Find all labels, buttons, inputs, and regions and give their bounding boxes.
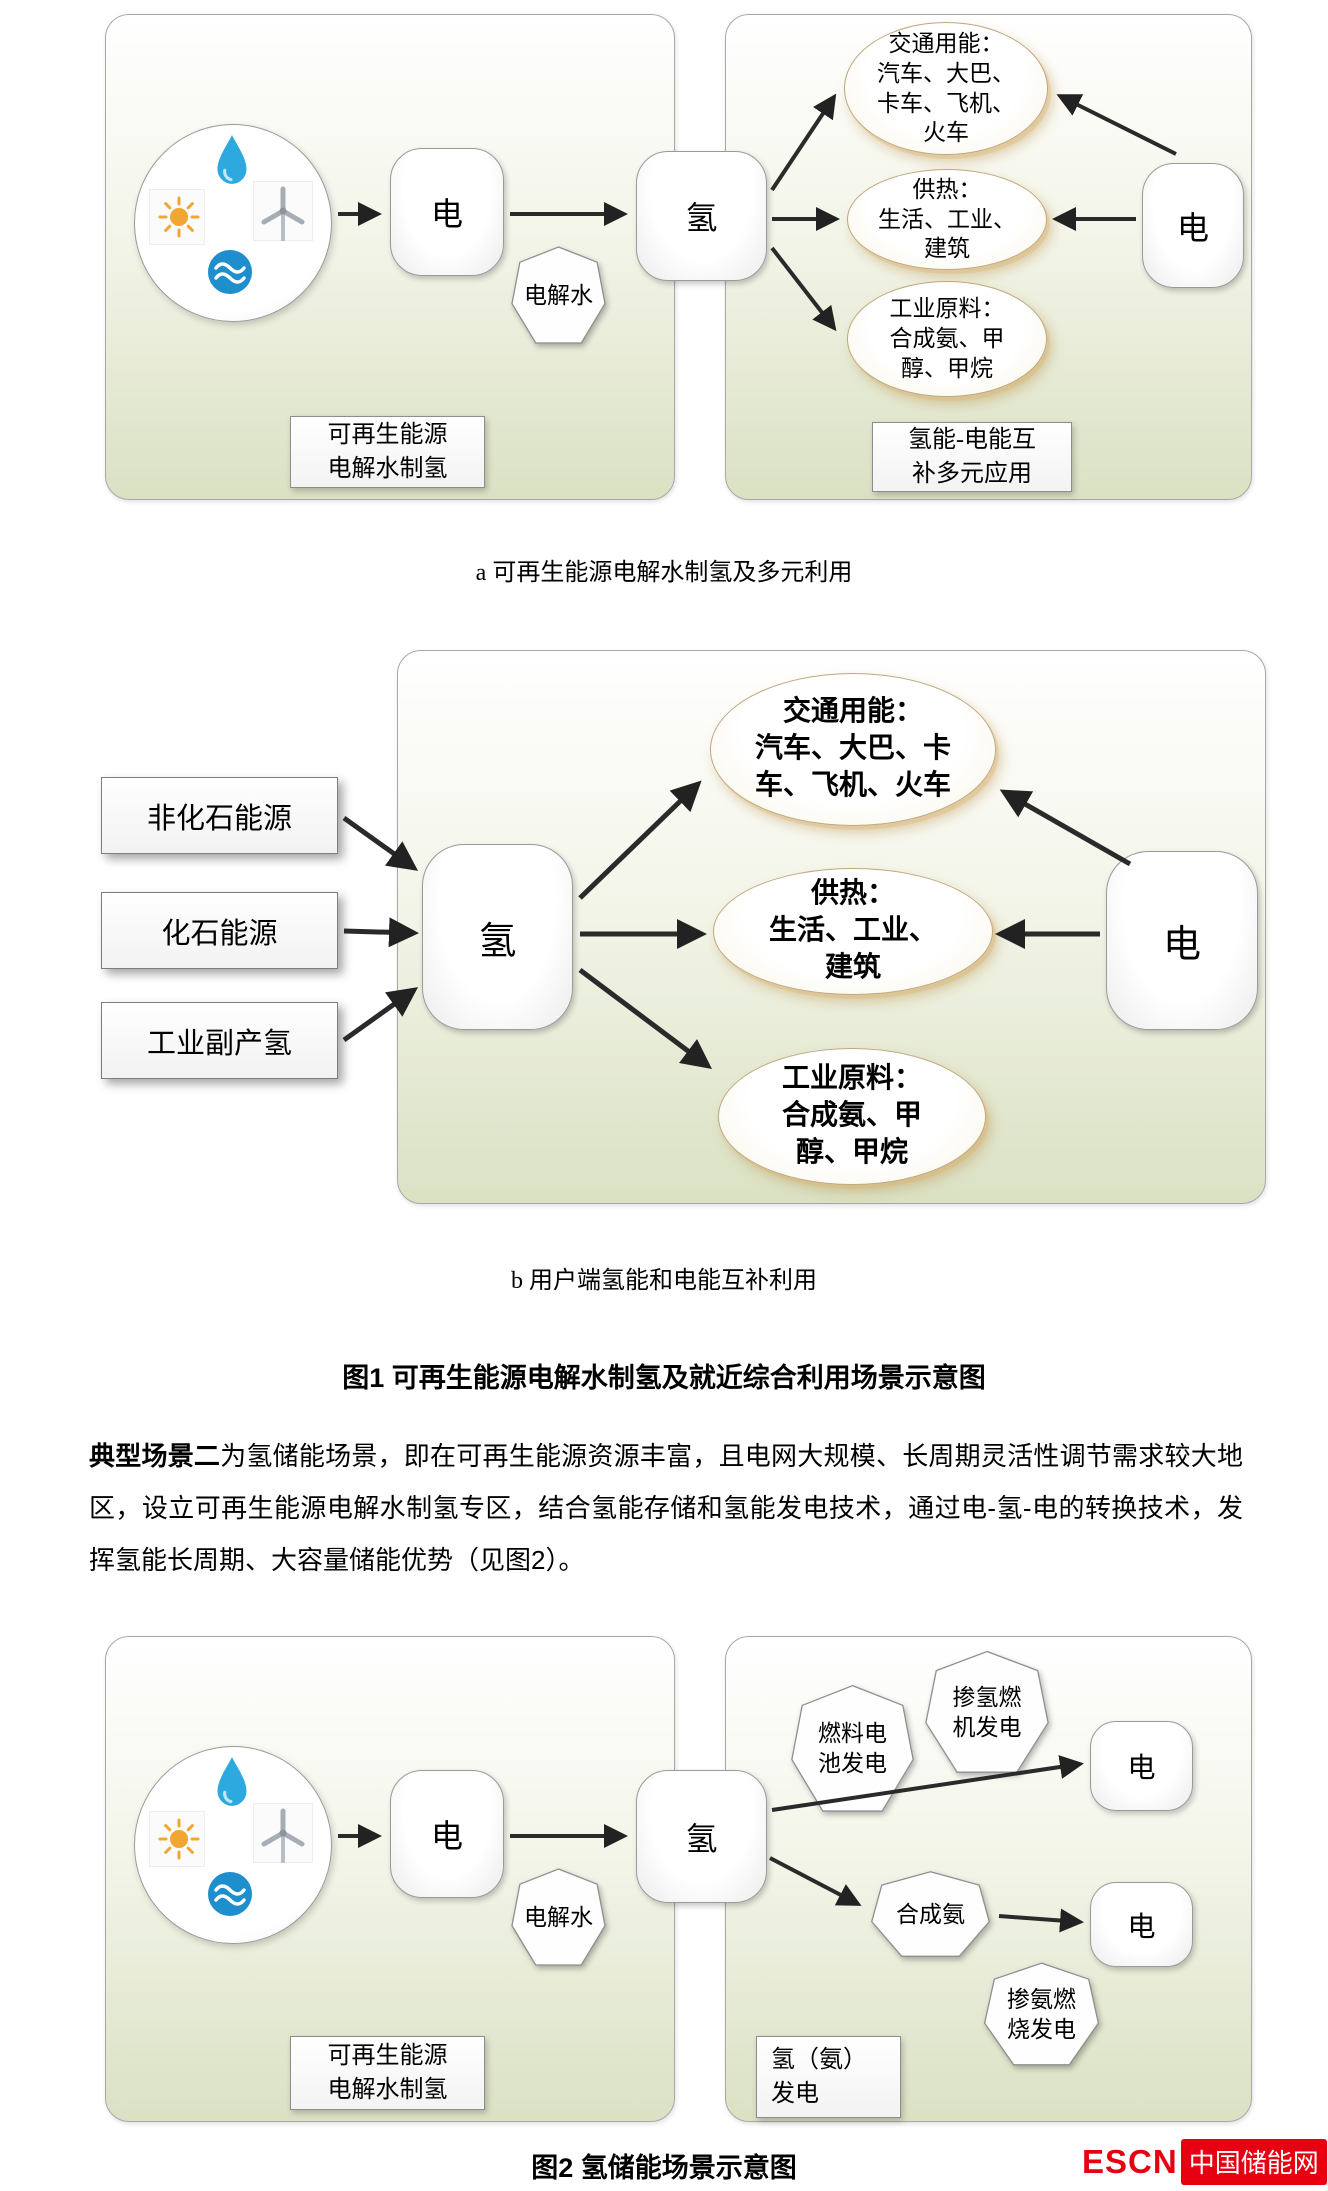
fig1a-hydrogen-node: 氢	[636, 151, 767, 281]
fig1b-transport-ellipse: 交通用能：汽车、大巴、卡车、飞机、火车	[710, 673, 996, 826]
figure2-title: 图2 氢储能场景示意图	[531, 2153, 797, 2183]
node-label: 电	[430, 1818, 463, 1854]
wind-turbine-icon	[257, 183, 309, 250]
source-label: 化石能源	[161, 917, 278, 950]
fig1b-hydrogen-node: 氢	[422, 844, 573, 1030]
fig1b-electricity-node: 电	[1106, 851, 1258, 1030]
caption-text: 可再生能源电解水制氢	[327, 2042, 448, 2103]
caption-text: 可再生能源电解水制氢	[327, 421, 448, 482]
industry-text: 工业原料：合成氨、甲醇、甲烷	[889, 296, 1005, 381]
fig2-electricity-top-node: 电	[1090, 1721, 1193, 1811]
caption-text: 氢（氨）发电	[771, 2046, 867, 2107]
source-industrial-byproduct: 工业副产氢	[101, 1002, 338, 1079]
source-label: 工业副产氢	[146, 1027, 292, 1060]
figure1-title: 图1 可再生能源电解水制氢及就近综合利用场景示意图	[342, 1363, 986, 1393]
electrolysis-label: 电解水	[524, 1904, 593, 1930]
heating-text: 供热：生活、工业、建筑	[768, 878, 937, 983]
fig1b-heating-ellipse: 供热：生活、工业、建筑	[713, 868, 993, 995]
fig2-electricity-bottom-node: 电	[1090, 1882, 1193, 1967]
industry-text: 工业原料：合成氨、甲醇、甲烷	[781, 1063, 922, 1168]
electrolysis-heptagon: 电解水	[509, 1867, 608, 1968]
hydrogen-turbine-heptagon: 掺氢燃机发电	[922, 1649, 1052, 1776]
fig1a-subcaption: a 可再生能源电解水制氢及多元利用	[475, 560, 853, 586]
transport-text: 交通用能：汽车、大巴、卡车、飞机、火车	[754, 696, 951, 801]
source-label: 非化石能源	[146, 802, 292, 835]
fig2-left-caption-box: 可再生能源电解水制氢	[290, 2036, 485, 2110]
electrolysis-label: 电解水	[524, 282, 593, 308]
fig1b-industry-ellipse: 工业原料：合成氨、甲醇、甲烷	[718, 1048, 986, 1185]
fig2-hydrogen-node: 氢	[636, 1770, 767, 1903]
electrolysis-heptagon: 电解水	[509, 245, 608, 346]
fuel-cell-heptagon: 燃料电池发电	[788, 1683, 917, 1815]
node-label: 电	[1127, 1753, 1156, 1784]
sun-icon	[157, 1817, 201, 1866]
fig2-electricity-node: 电	[390, 1770, 504, 1898]
node-label: 氢	[478, 920, 517, 963]
fig1a-left-caption-box: 可再生能源电解水制氢	[290, 416, 485, 488]
water-drop-icon	[211, 1755, 253, 1816]
wind-turbine-icon	[257, 1805, 309, 1872]
source-fossil: 化石能源	[101, 892, 338, 969]
fig1a-industry-ellipse: 工业原料：合成氨、甲醇、甲烷	[847, 281, 1047, 397]
transport-text: 交通用能：汽车、大巴、卡车、飞机、火车	[877, 30, 1015, 146]
fig1b-subcaption: b 用户端氢能和电能互补利用	[511, 1268, 817, 1294]
node-label: 电	[1127, 1911, 1156, 1943]
fig1a-electricity-node: 电	[390, 148, 504, 276]
heating-text: 供热：生活、工业、建筑	[878, 176, 1016, 262]
ammonia-synthesis-heptagon: 合成氨	[868, 1870, 993, 1959]
ocean-wave-icon	[207, 1871, 253, 1922]
node-label: 电	[1176, 209, 1209, 246]
source-non-fossil: 非化石能源	[101, 777, 338, 854]
ocean-wave-icon	[207, 249, 253, 300]
fuel-cell-label: 燃料电池发电	[818, 1721, 887, 1776]
water-drop-icon	[211, 133, 253, 194]
ammonia-label: 合成氨	[896, 1901, 965, 1927]
fig1a-transport-ellipse: 交通用能：汽车、大巴、卡车、飞机、火车	[844, 22, 1048, 155]
paragraph-lead: 典型场景二	[89, 1441, 221, 1471]
fig1a-electricity-right-node: 电	[1142, 163, 1244, 288]
ammonia-combustion-label: 掺氨燃烧发电	[1007, 1986, 1076, 2042]
hydrogen-turbine-label: 掺氢燃机发电	[952, 1684, 1022, 1740]
renewable-sources-circle	[134, 124, 332, 322]
caption-text: 氢能-电能互补多元应用	[908, 426, 1036, 487]
fig1a-heating-ellipse: 供热：生活、工业、建筑	[847, 169, 1047, 270]
node-label: 氢	[685, 200, 718, 236]
ammonia-combustion-heptagon: 掺氨燃烧发电	[981, 1961, 1102, 2068]
escn-logo-text: ESCN	[1082, 2143, 1178, 2180]
paragraph-body: 为氢储能场景，即在可再生能源资源丰富，且电网大规模、长周期灵活性调节需求较大地区…	[89, 1441, 1243, 1575]
node-label: 氢	[685, 1820, 718, 1857]
escn-logo-name: 中国储能网	[1180, 2139, 1327, 2185]
escn-logo: ESCN 中国储能网	[1082, 2139, 1327, 2185]
fig1a-right-caption-box: 氢能-电能互补多元应用	[872, 422, 1072, 492]
renewable-sources-circle	[134, 1746, 332, 1944]
node-label: 电	[430, 196, 463, 232]
sun-icon	[157, 195, 201, 244]
fig2-right-caption-box: 氢（氨）发电	[756, 2036, 901, 2118]
node-label: 电	[1162, 924, 1201, 966]
body-paragraph: 典型场景二为氢储能场景，即在可再生能源资源丰富，且电网大规模、长周期灵活性调节需…	[89, 1430, 1243, 1586]
